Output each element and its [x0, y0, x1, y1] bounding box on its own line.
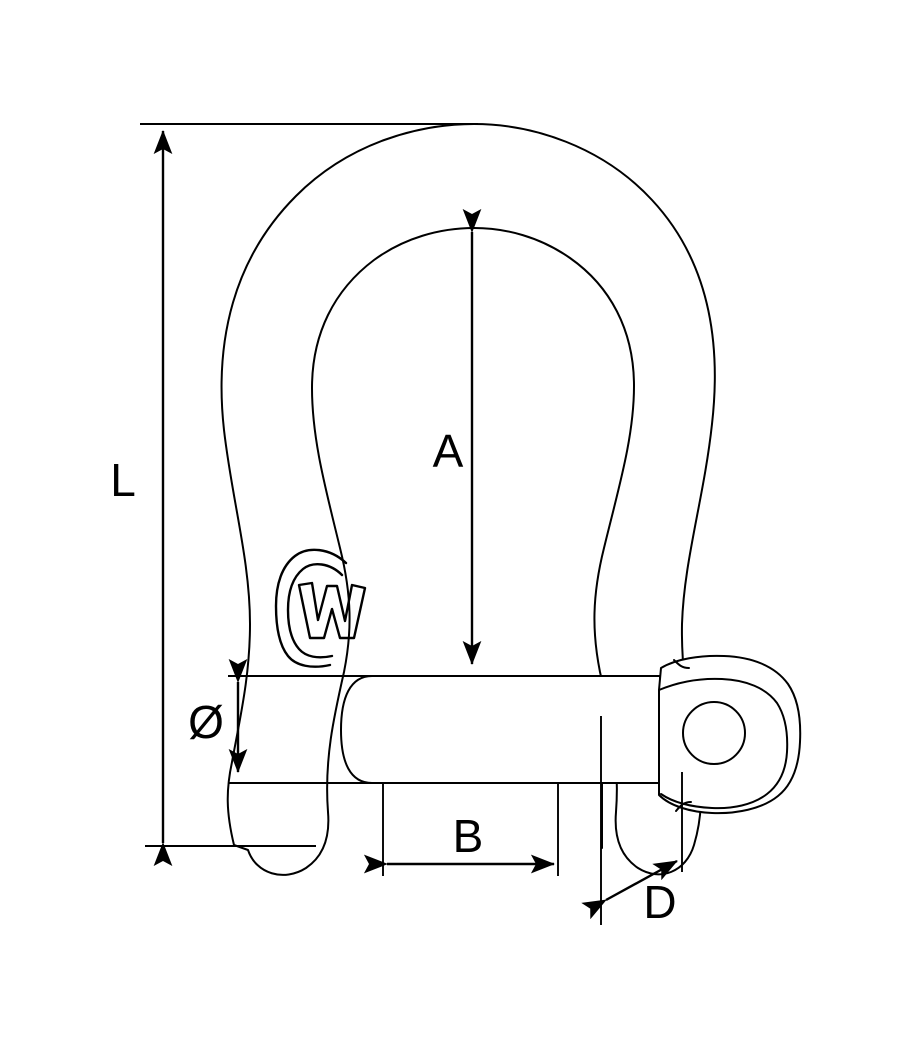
pin-head-top-notch	[673, 659, 690, 669]
dimension-diameter-label: Ø	[188, 696, 224, 748]
dimension-B: B	[363, 782, 559, 876]
dimension-A: A	[433, 208, 482, 665]
dimension-D-label: D	[643, 876, 676, 928]
pin-head-inner-outline	[658, 677, 789, 810]
brand-logo	[274, 548, 367, 668]
logo-c-inner-stroke	[286, 563, 344, 659]
logo-w-glyph	[297, 581, 367, 640]
dimension-B-label: B	[453, 810, 484, 862]
logo-c-outer-stroke	[274, 548, 348, 668]
pin-head-hole	[682, 701, 746, 765]
dimension-D: D	[581, 716, 683, 928]
dimension-D-line	[581, 859, 678, 920]
dimension-L-label: L	[110, 454, 136, 506]
pin-shank	[340, 675, 661, 784]
dimension-A-label: A	[433, 425, 464, 477]
dimension-diameter: Ø	[188, 658, 372, 784]
shackle-part-geometry	[220, 123, 802, 876]
dimension-L: L	[110, 123, 478, 867]
